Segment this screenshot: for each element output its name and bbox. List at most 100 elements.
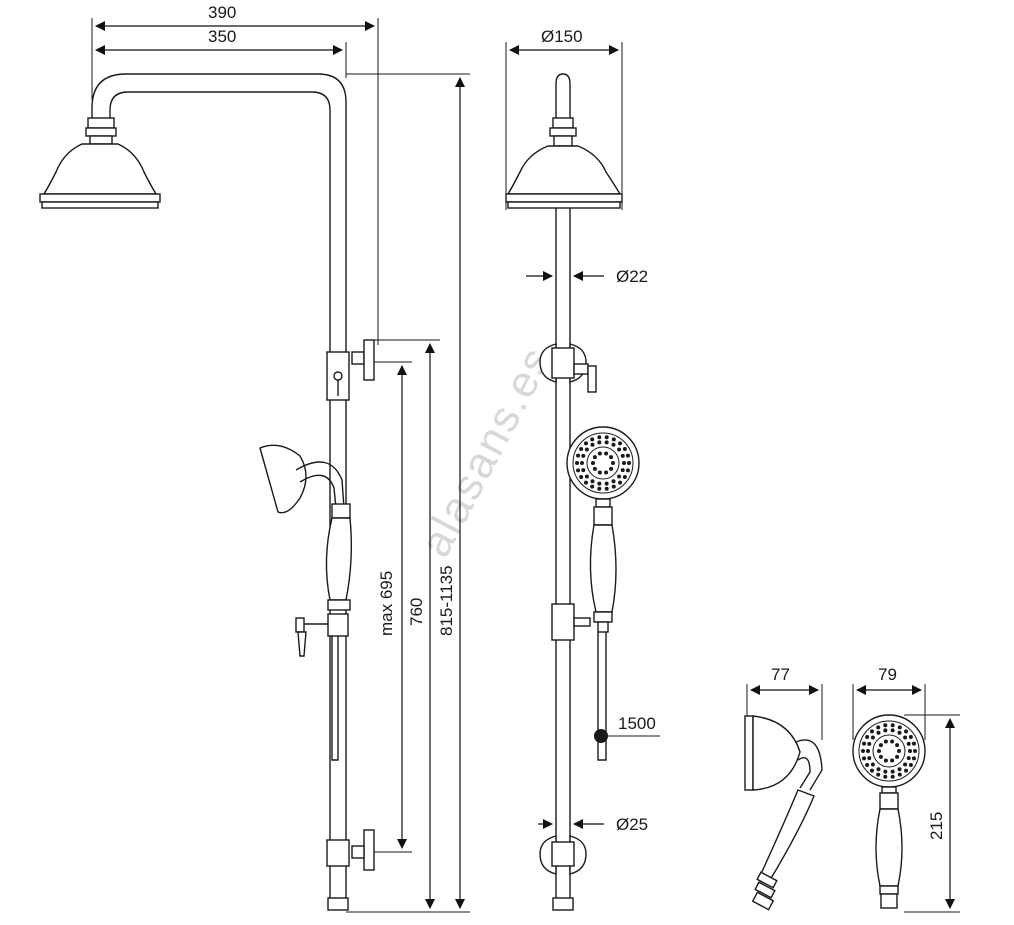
spray-hole — [878, 754, 883, 759]
spray-hole — [584, 474, 589, 479]
spray-hole — [897, 749, 901, 753]
spray-hole — [890, 758, 895, 763]
side-view: 390 350 max 695 760 815-1135 — [39, 3, 470, 913]
spray-hole — [883, 774, 888, 779]
spray-hole — [597, 451, 602, 456]
spray-hole — [877, 749, 881, 753]
spray-hole — [575, 461, 579, 465]
spray-hole — [591, 461, 595, 465]
spray-hole — [611, 461, 615, 465]
spray-hole — [883, 728, 888, 733]
spray-hole — [590, 479, 595, 484]
spray-hole — [604, 435, 609, 440]
spray-hole — [590, 484, 595, 489]
spray-hole — [895, 743, 900, 748]
spray-hole — [592, 455, 597, 460]
spray-hole — [611, 437, 616, 442]
spray-hole — [883, 723, 888, 728]
handshower-front-detail: 79 215 — [852, 665, 960, 913]
dim-height-range: 815-1135 — [437, 565, 456, 636]
spray-hole — [617, 447, 622, 452]
spray-hole — [584, 447, 589, 452]
spray-hole — [908, 763, 913, 768]
spray-hole — [597, 435, 602, 440]
spray-hole — [583, 480, 588, 485]
spray-hole — [618, 441, 623, 446]
spray-hole — [611, 479, 616, 484]
spray-hole — [897, 730, 902, 735]
dim-pipe-diameter-lower: Ø25 — [616, 815, 648, 834]
spray-hole — [911, 741, 916, 746]
spray-hole — [609, 466, 614, 471]
spray-hole — [876, 725, 881, 730]
dim-handshower-front-width: 79 — [878, 665, 897, 684]
front-view: 1500 Ø150 Ø22 Ø25 — [505, 27, 660, 911]
spray-hole — [865, 763, 870, 768]
spray-hole — [625, 468, 630, 473]
spray-hole — [865, 734, 870, 739]
spray-hole — [904, 729, 909, 734]
dim-overall-width: 390 — [208, 3, 236, 22]
spray-hole — [908, 734, 913, 739]
spray-hole — [579, 446, 584, 451]
spray-hole — [620, 468, 625, 473]
spray-hole — [870, 762, 875, 767]
dim-arm-length: 350 — [208, 27, 236, 46]
spray-hole — [903, 762, 908, 767]
spray-hole — [897, 767, 902, 772]
spray-hole — [906, 741, 911, 746]
spray-hole — [890, 769, 895, 774]
spray-hole — [876, 767, 881, 772]
spray-hole — [890, 774, 895, 779]
spray-hole — [861, 749, 865, 753]
dim-hose-length: 1500 — [618, 714, 656, 733]
spray-hole — [890, 723, 895, 728]
spray-hole — [609, 455, 614, 460]
spray-hole — [620, 453, 625, 458]
spray-hole — [869, 768, 874, 773]
spray-hole — [906, 756, 911, 761]
watermark-text: alasans.es — [411, 338, 562, 564]
spray-hole — [622, 446, 627, 451]
spray-holes-front — [575, 435, 631, 491]
spray-hole — [627, 461, 631, 465]
spray-hole — [876, 772, 881, 777]
spray-hole — [866, 749, 870, 753]
spray-hole — [611, 484, 616, 489]
dim-handshower-length: 215 — [927, 812, 946, 840]
spray-hole — [592, 466, 597, 471]
spray-hole — [869, 729, 874, 734]
spray-hole — [604, 440, 609, 445]
spray-hole — [583, 441, 588, 446]
spray-hole — [904, 768, 909, 773]
spray-hole — [604, 486, 609, 491]
dim-handshower-side-width: 77 — [771, 665, 790, 684]
spray-hole — [597, 481, 602, 486]
spray-hole — [890, 739, 895, 744]
spray-hole — [581, 468, 586, 473]
spray-hole — [897, 772, 902, 777]
spray-hole — [604, 470, 609, 475]
dim-head-diameter: Ø150 — [541, 27, 583, 46]
spray-hole — [604, 481, 609, 486]
handshower-side-detail: 77 — [744, 665, 823, 911]
spray-hole — [590, 437, 595, 442]
spray-hole — [913, 749, 917, 753]
spray-hole — [597, 440, 602, 445]
spray-hole — [579, 475, 584, 480]
spray-hole — [597, 470, 602, 475]
spray-hole — [862, 741, 867, 746]
spray-hole — [870, 735, 875, 740]
spray-hole — [867, 756, 872, 761]
spray-holes-detail — [861, 723, 917, 779]
spray-hole — [611, 442, 616, 447]
spray-hole — [883, 769, 888, 774]
spray-hole — [622, 461, 626, 465]
spray-hole — [622, 475, 627, 480]
spray-hole — [867, 741, 872, 746]
spray-hole — [878, 743, 883, 748]
spray-hole — [581, 453, 586, 458]
spray-hole — [890, 728, 895, 733]
spray-hole — [597, 486, 602, 491]
